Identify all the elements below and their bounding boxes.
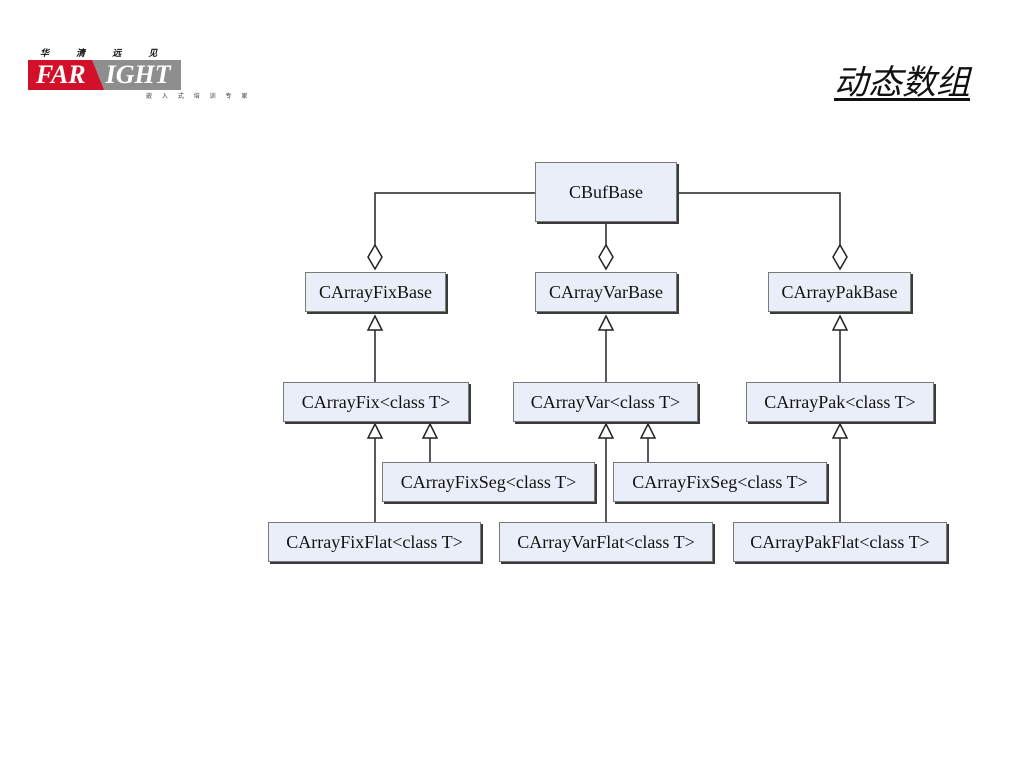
triangle-carrayvar-a bbox=[597, 422, 615, 439]
logo-word-right: IGHT bbox=[103, 60, 181, 90]
node-carrayvar: CArrayVar<class T> bbox=[513, 382, 698, 422]
node-carrayfixflat: CArrayFixFlat<class T> bbox=[268, 522, 481, 562]
diamond-carrayvarbase bbox=[598, 243, 614, 271]
triangle-carrayfixbase bbox=[366, 314, 384, 331]
logo-tagline: 嵌 入 式 培 训 专 家 bbox=[146, 93, 252, 100]
triangle-carrayvar-b bbox=[639, 422, 657, 439]
logo-wordmark: FAR IGHT bbox=[28, 60, 181, 90]
node-carrayvarbase: CArrayVarBase bbox=[535, 272, 677, 312]
node-carraypakflat: CArrayPakFlat<class T> bbox=[733, 522, 947, 562]
logo-separator bbox=[91, 60, 104, 90]
edge-cbufbase-carrayfixbase bbox=[374, 192, 535, 245]
node-carrayfixseg-2: CArrayFixSeg<class T> bbox=[613, 462, 827, 502]
company-logo: 华 清 远 见 FAR IGHT 嵌 入 式 培 训 专 家 bbox=[28, 46, 247, 100]
diamond-carrayfixbase bbox=[367, 243, 383, 271]
node-carrayfixseg-1: CArrayFixSeg<class T> bbox=[382, 462, 595, 502]
logo-word-left: FAR bbox=[28, 60, 92, 90]
node-carrayvarflat: CArrayVarFlat<class T> bbox=[499, 522, 713, 562]
triangle-carrayfix-b bbox=[421, 422, 439, 439]
triangle-carraypak bbox=[831, 422, 849, 439]
logo-top-text: 华 清 远 见 bbox=[40, 49, 170, 59]
diamond-carraypakbase bbox=[832, 243, 848, 271]
node-cbufbase: CBufBase bbox=[535, 162, 677, 222]
node-carrayfix: CArrayFix<class T> bbox=[283, 382, 469, 422]
triangle-carrayfix-a bbox=[366, 422, 384, 439]
page-title: 动态数组 bbox=[834, 63, 970, 103]
node-carrayfixbase: CArrayFixBase bbox=[305, 272, 446, 312]
node-carraypakbase: CArrayPakBase bbox=[768, 272, 911, 312]
triangle-carraypakbase bbox=[831, 314, 849, 331]
node-carraypak: CArrayPak<class T> bbox=[746, 382, 934, 422]
edge-cbufbase-carraypakbase bbox=[677, 192, 841, 245]
triangle-carrayvarbase bbox=[597, 314, 615, 331]
